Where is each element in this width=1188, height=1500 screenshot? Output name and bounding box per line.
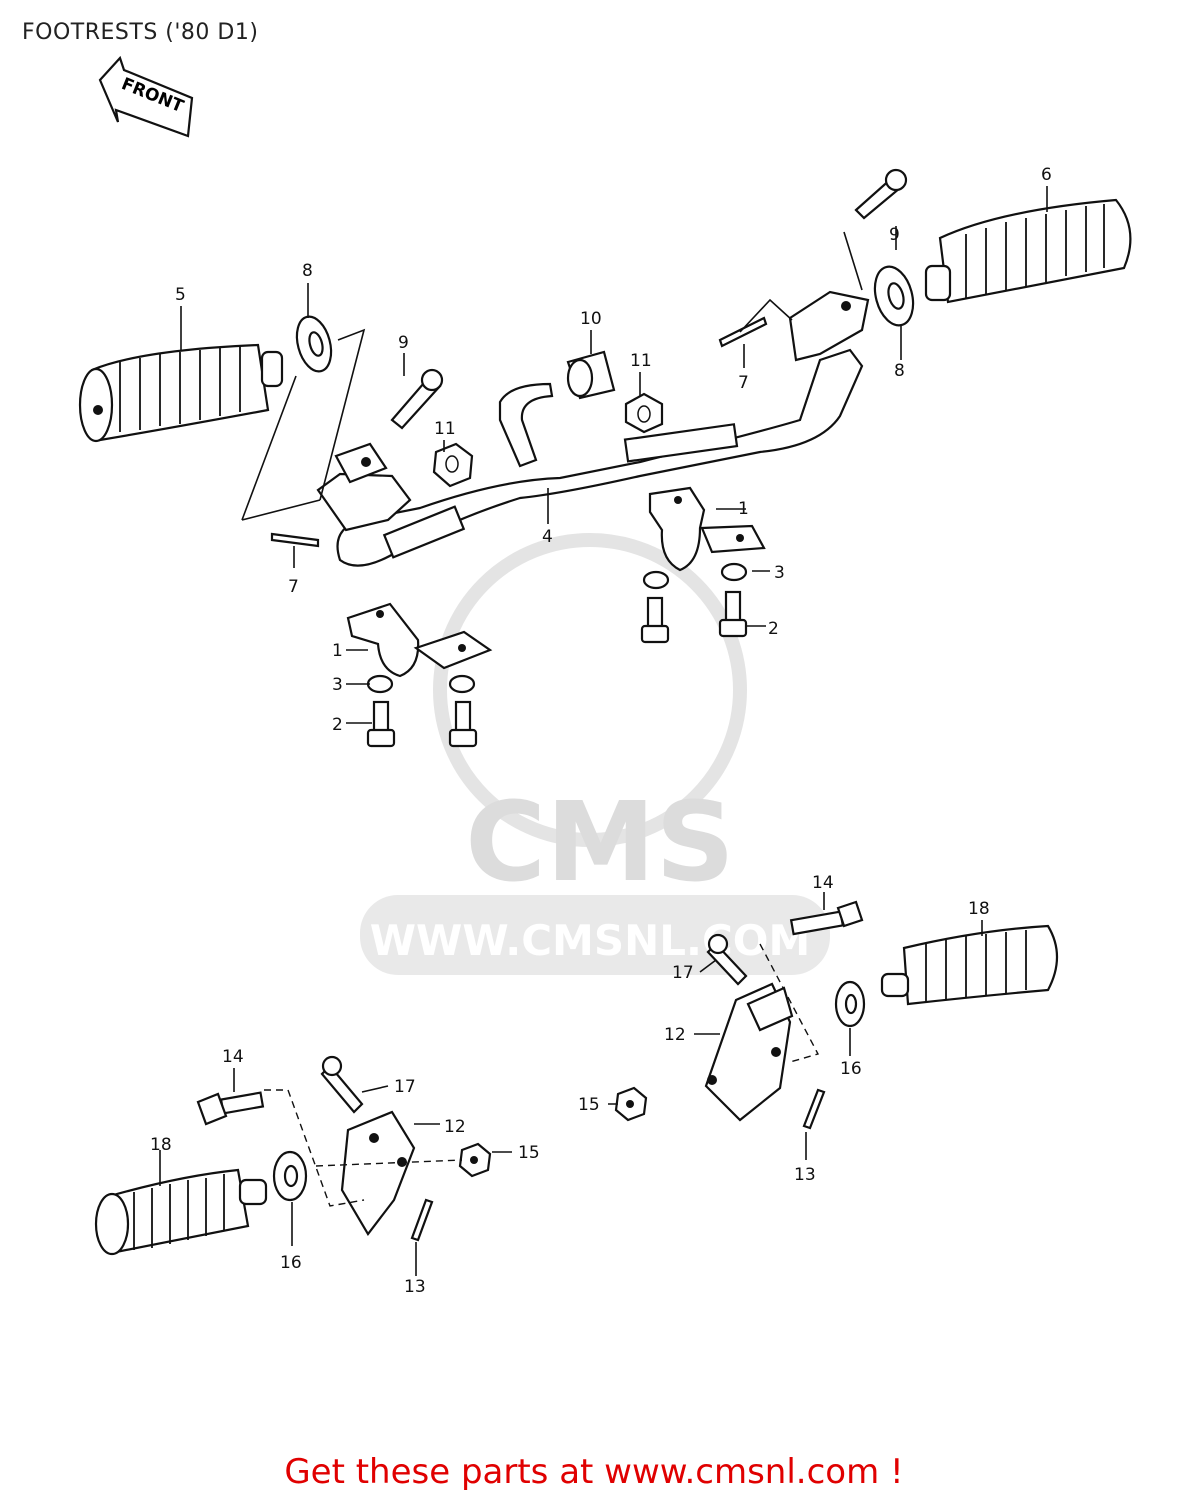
nut-15-right [614, 1086, 648, 1122]
cotter-pin-13-right [802, 1088, 826, 1130]
bolt-2-c [366, 700, 396, 748]
callout-7: 7 [288, 577, 299, 597]
footrest-rubber-6 [924, 198, 1132, 304]
callout-2: 2 [332, 715, 343, 735]
callout-12: 12 [664, 1025, 686, 1045]
bracket-12-right [704, 982, 794, 1122]
callout-labels: 5 8 9 11 7 10 11 7 9 6 8 4 1 3 2 1 3 2 1… [150, 165, 1052, 1297]
bolt-14-left [196, 1091, 265, 1126]
callout-17: 17 [672, 963, 694, 983]
watermark-brand: CMS [465, 778, 734, 906]
footrest-18-right [880, 924, 1058, 1006]
watermark-url: WWW.CMSNL.COM [370, 916, 811, 965]
bracket-right [788, 290, 870, 362]
footrest-bar-4 [336, 348, 864, 567]
front-arrow-icon: FRONT [98, 55, 194, 138]
callout-18: 18 [150, 1135, 172, 1155]
pin-9-right [854, 168, 908, 220]
lower-right-leader-lines [608, 892, 983, 1160]
bolt-14-right [789, 900, 864, 936]
callout-17: 17 [394, 1077, 416, 1097]
bolt-2-b [718, 590, 748, 638]
bracket-left [316, 442, 412, 532]
collar-10 [566, 350, 616, 400]
callout-8: 8 [894, 361, 905, 381]
pin-17-right [706, 933, 748, 986]
washer-8-right [873, 265, 915, 327]
pin-9-left [390, 368, 444, 430]
cms-watermark: CMS WWW.CMSNL.COM [360, 533, 830, 975]
callout-3: 3 [332, 675, 343, 695]
clamp-1-upper [648, 486, 766, 572]
callout-9: 9 [398, 333, 409, 353]
upper-leader-lines [180, 186, 1048, 724]
cotter-pin-13-left [410, 1198, 434, 1242]
nut-3-b [720, 562, 748, 582]
washer-16-right [834, 980, 866, 1028]
washer-8-left [295, 315, 333, 373]
bracket-12-left [340, 1110, 416, 1236]
callout-13: 13 [794, 1165, 816, 1185]
callout-6: 6 [1041, 165, 1052, 185]
callout-15: 15 [518, 1143, 540, 1163]
callout-12: 12 [444, 1117, 466, 1137]
diagram-title: FOOTRESTS ('80 D1) [22, 20, 259, 45]
callout-15: 15 [578, 1095, 600, 1115]
callout-10: 10 [580, 309, 602, 329]
cta-link-text[interactable]: Get these parts at www.cmsnl.com ! [284, 1452, 904, 1492]
callout-11: 11 [630, 351, 652, 371]
callout-7: 7 [738, 373, 749, 393]
footrest-18-left [94, 1168, 268, 1256]
clamp-1-lower [346, 602, 493, 678]
footrest-rubber-5 [78, 343, 284, 443]
callout-2: 2 [768, 619, 779, 639]
callout-5: 5 [175, 285, 186, 305]
cotter-pin-7-right [718, 316, 768, 348]
callout-9: 9 [889, 225, 900, 245]
bolt-2-a [640, 596, 670, 644]
callout-13: 13 [404, 1277, 426, 1297]
callout-18: 18 [968, 899, 990, 919]
callout-14: 14 [222, 1047, 244, 1067]
nut-3-a [642, 570, 670, 590]
cotter-pin-7-left [270, 532, 320, 548]
nut-15-left [458, 1142, 492, 1178]
callout-14: 14 [812, 873, 834, 893]
callout-1: 1 [738, 499, 749, 519]
callout-16: 16 [280, 1253, 302, 1273]
pin-17-left [320, 1055, 364, 1114]
nut-3-c [366, 674, 394, 694]
collar-11-left [432, 442, 474, 488]
callout-4: 4 [542, 527, 553, 547]
nut-3-d [448, 674, 476, 694]
callout-16: 16 [840, 1059, 862, 1079]
callout-3: 3 [774, 563, 785, 583]
callout-11: 11 [434, 419, 456, 439]
bolt-2-d [448, 700, 478, 748]
washer-16-left [272, 1150, 308, 1202]
callout-8: 8 [302, 261, 313, 281]
callout-1: 1 [332, 641, 343, 661]
lower-left-leader-lines [159, 1068, 512, 1276]
collar-11-right [624, 392, 664, 434]
